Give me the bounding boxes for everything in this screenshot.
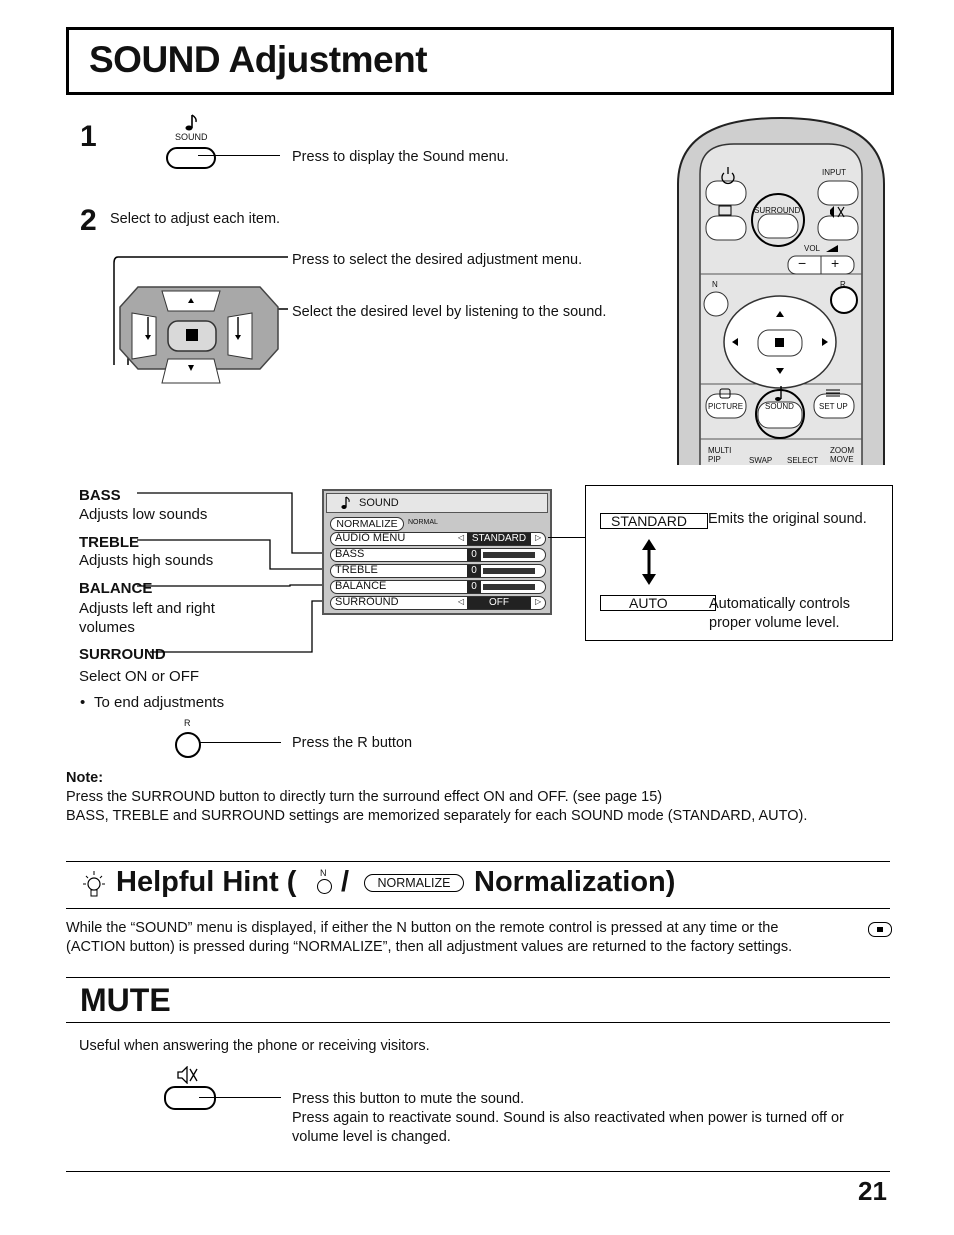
action-square-icon: [877, 927, 883, 932]
osd-row-balance[interactable]: BALANCE 0: [330, 580, 546, 594]
balance-desc: Adjusts left and right volumes: [79, 600, 215, 636]
remote-swap-label: SWAP: [749, 456, 773, 465]
title-box: SOUND Adjustment: [66, 27, 894, 95]
note-line-2: BASS, TREBLE and SURROUND settings are m…: [66, 808, 808, 824]
hint-title-end: Normalization): [474, 866, 676, 898]
remote-vol-plus[interactable]: +: [831, 255, 840, 271]
mute-title: MUTE: [80, 982, 171, 1018]
n-button-caption: N: [320, 868, 327, 878]
n-button[interactable]: [317, 879, 332, 894]
osd-title-bar: SOUND: [326, 493, 548, 513]
remote-r-label: R: [840, 280, 846, 289]
bullet-icon: •: [80, 694, 86, 711]
up-down-arrow-icon: [642, 539, 656, 585]
step-2-number: 2: [80, 204, 97, 237]
divider: [66, 1022, 890, 1023]
r-button[interactable]: [175, 732, 201, 758]
page-number: 21: [858, 1176, 887, 1206]
note-line-1: Press the SURROUND button to directly tu…: [66, 789, 663, 805]
note-heading: Note:: [66, 770, 104, 786]
mute-button[interactable]: [164, 1086, 216, 1110]
mute-desc-3: volume level is changed.: [292, 1129, 451, 1145]
mute-icon: [177, 1066, 198, 1084]
remote-picture-label: PICTURE: [708, 402, 744, 411]
lightbulb-icon: [83, 871, 105, 897]
remote-vol-label: VOL: [804, 244, 821, 253]
leader-line: [199, 1097, 281, 1098]
osd-treble-slider[interactable]: [483, 568, 535, 574]
mode-standard-label: STANDARD: [600, 513, 708, 529]
mode-auto-desc: Automatically controls proper volume lev…: [709, 596, 851, 631]
remote-setup-label: SET UP: [819, 402, 848, 411]
audio-mode-box: STANDARD Emits the original sound. AUTO …: [585, 485, 893, 641]
step-1-number: 1: [80, 120, 97, 153]
leader-line: [548, 537, 586, 538]
mute-desc-1: Press this button to mute the sound.: [292, 1091, 525, 1107]
r-button-caption: R: [184, 718, 191, 728]
remote-input-label: INPUT: [822, 168, 846, 177]
remote-control-illustration: [677, 116, 885, 465]
music-note-icon: [341, 496, 350, 509]
music-note-icon: [185, 114, 197, 131]
remote-surround-label: SURROUND: [754, 206, 801, 215]
hint-text-2: (ACTION button) is pressed during “NORMA…: [66, 939, 793, 955]
sound-button-caption: SOUND: [175, 132, 208, 142]
step-2-leftright-desc: Select the desired level by listening to…: [292, 304, 607, 320]
osd-row-audio-menu[interactable]: AUDIO MENU ◁ STANDARD ▷: [330, 532, 546, 546]
osd-row-surround[interactable]: SURROUND ◁ OFF ▷: [330, 596, 546, 610]
page-title: SOUND Adjustment: [89, 39, 428, 80]
balance-heading: BALANCE: [79, 580, 153, 597]
mute-desc-2: Press again to reactivate sound. Sound i…: [292, 1110, 844, 1126]
remote-select-label: SELECT: [787, 456, 819, 465]
mode-standard-desc: Emits the original sound.: [708, 511, 867, 527]
remote-sound-label: SOUND: [765, 402, 794, 411]
osd-normalize-label: NORMAL: [408, 519, 438, 526]
remote-multipip-label: MULTI PIP: [708, 446, 732, 464]
osd-normalize-button[interactable]: NORMALIZE: [330, 517, 404, 531]
bass-desc: Adjusts low sounds: [79, 506, 208, 523]
step-2-updown-desc: Press to select the desired adjustment m…: [292, 252, 583, 268]
osd-balance-slider[interactable]: [483, 584, 535, 590]
surround-heading: SURROUND: [79, 646, 166, 663]
right-arrow-icon: ▷: [535, 533, 542, 542]
hint-text-1: While the “SOUND” menu is displayed, if …: [66, 920, 779, 936]
remote-n-label: N: [712, 280, 718, 289]
osd-bass-slider[interactable]: [483, 552, 535, 558]
footer-divider: [66, 1171, 890, 1172]
right-arrow-icon: ▷: [535, 597, 542, 606]
osd-row-treble[interactable]: TREBLE 0: [330, 564, 546, 578]
mode-auto-label: AUTO: [600, 595, 716, 611]
left-arrow-icon: ◁: [458, 533, 465, 542]
hint-title-start: Helpful Hint (: [116, 866, 297, 898]
step-2-intro: Select to adjust each item.: [110, 211, 281, 227]
surround-desc: Select ON or OFF: [79, 668, 200, 685]
osd-row-bass[interactable]: BASS 0: [330, 548, 546, 562]
mute-intro: Useful when answering the phone or recei…: [79, 1038, 430, 1054]
action-button[interactable]: [868, 922, 892, 937]
bass-heading: BASS: [79, 487, 121, 504]
hint-slash: /: [341, 866, 350, 898]
dpad-illustration: [113, 256, 288, 384]
connector-lines: [137, 492, 326, 653]
osd-title: SOUND: [359, 497, 399, 509]
divider: [66, 908, 890, 909]
treble-heading: TREBLE: [79, 534, 139, 551]
leader-line: [199, 742, 281, 743]
divider: [66, 977, 890, 978]
leader-line: [198, 155, 280, 156]
sound-menu-osd: SOUND NORMALIZE NORMAL AUDIO MENU ◁ STAN…: [322, 489, 552, 615]
end-adjust-text: To end adjustments: [94, 694, 225, 711]
remote-zoommove-label: ZOOM MOVE: [830, 446, 854, 464]
sound-button[interactable]: [166, 147, 216, 169]
normalize-button[interactable]: NORMALIZE: [364, 874, 464, 892]
treble-desc: Adjusts high sounds: [79, 552, 214, 569]
step-1-desc: Press to display the Sound menu.: [292, 149, 509, 165]
left-arrow-icon: ◁: [458, 597, 465, 606]
remote-vol-minus[interactable]: −: [798, 255, 807, 271]
r-button-desc: Press the R button: [292, 735, 413, 751]
divider: [66, 861, 890, 862]
